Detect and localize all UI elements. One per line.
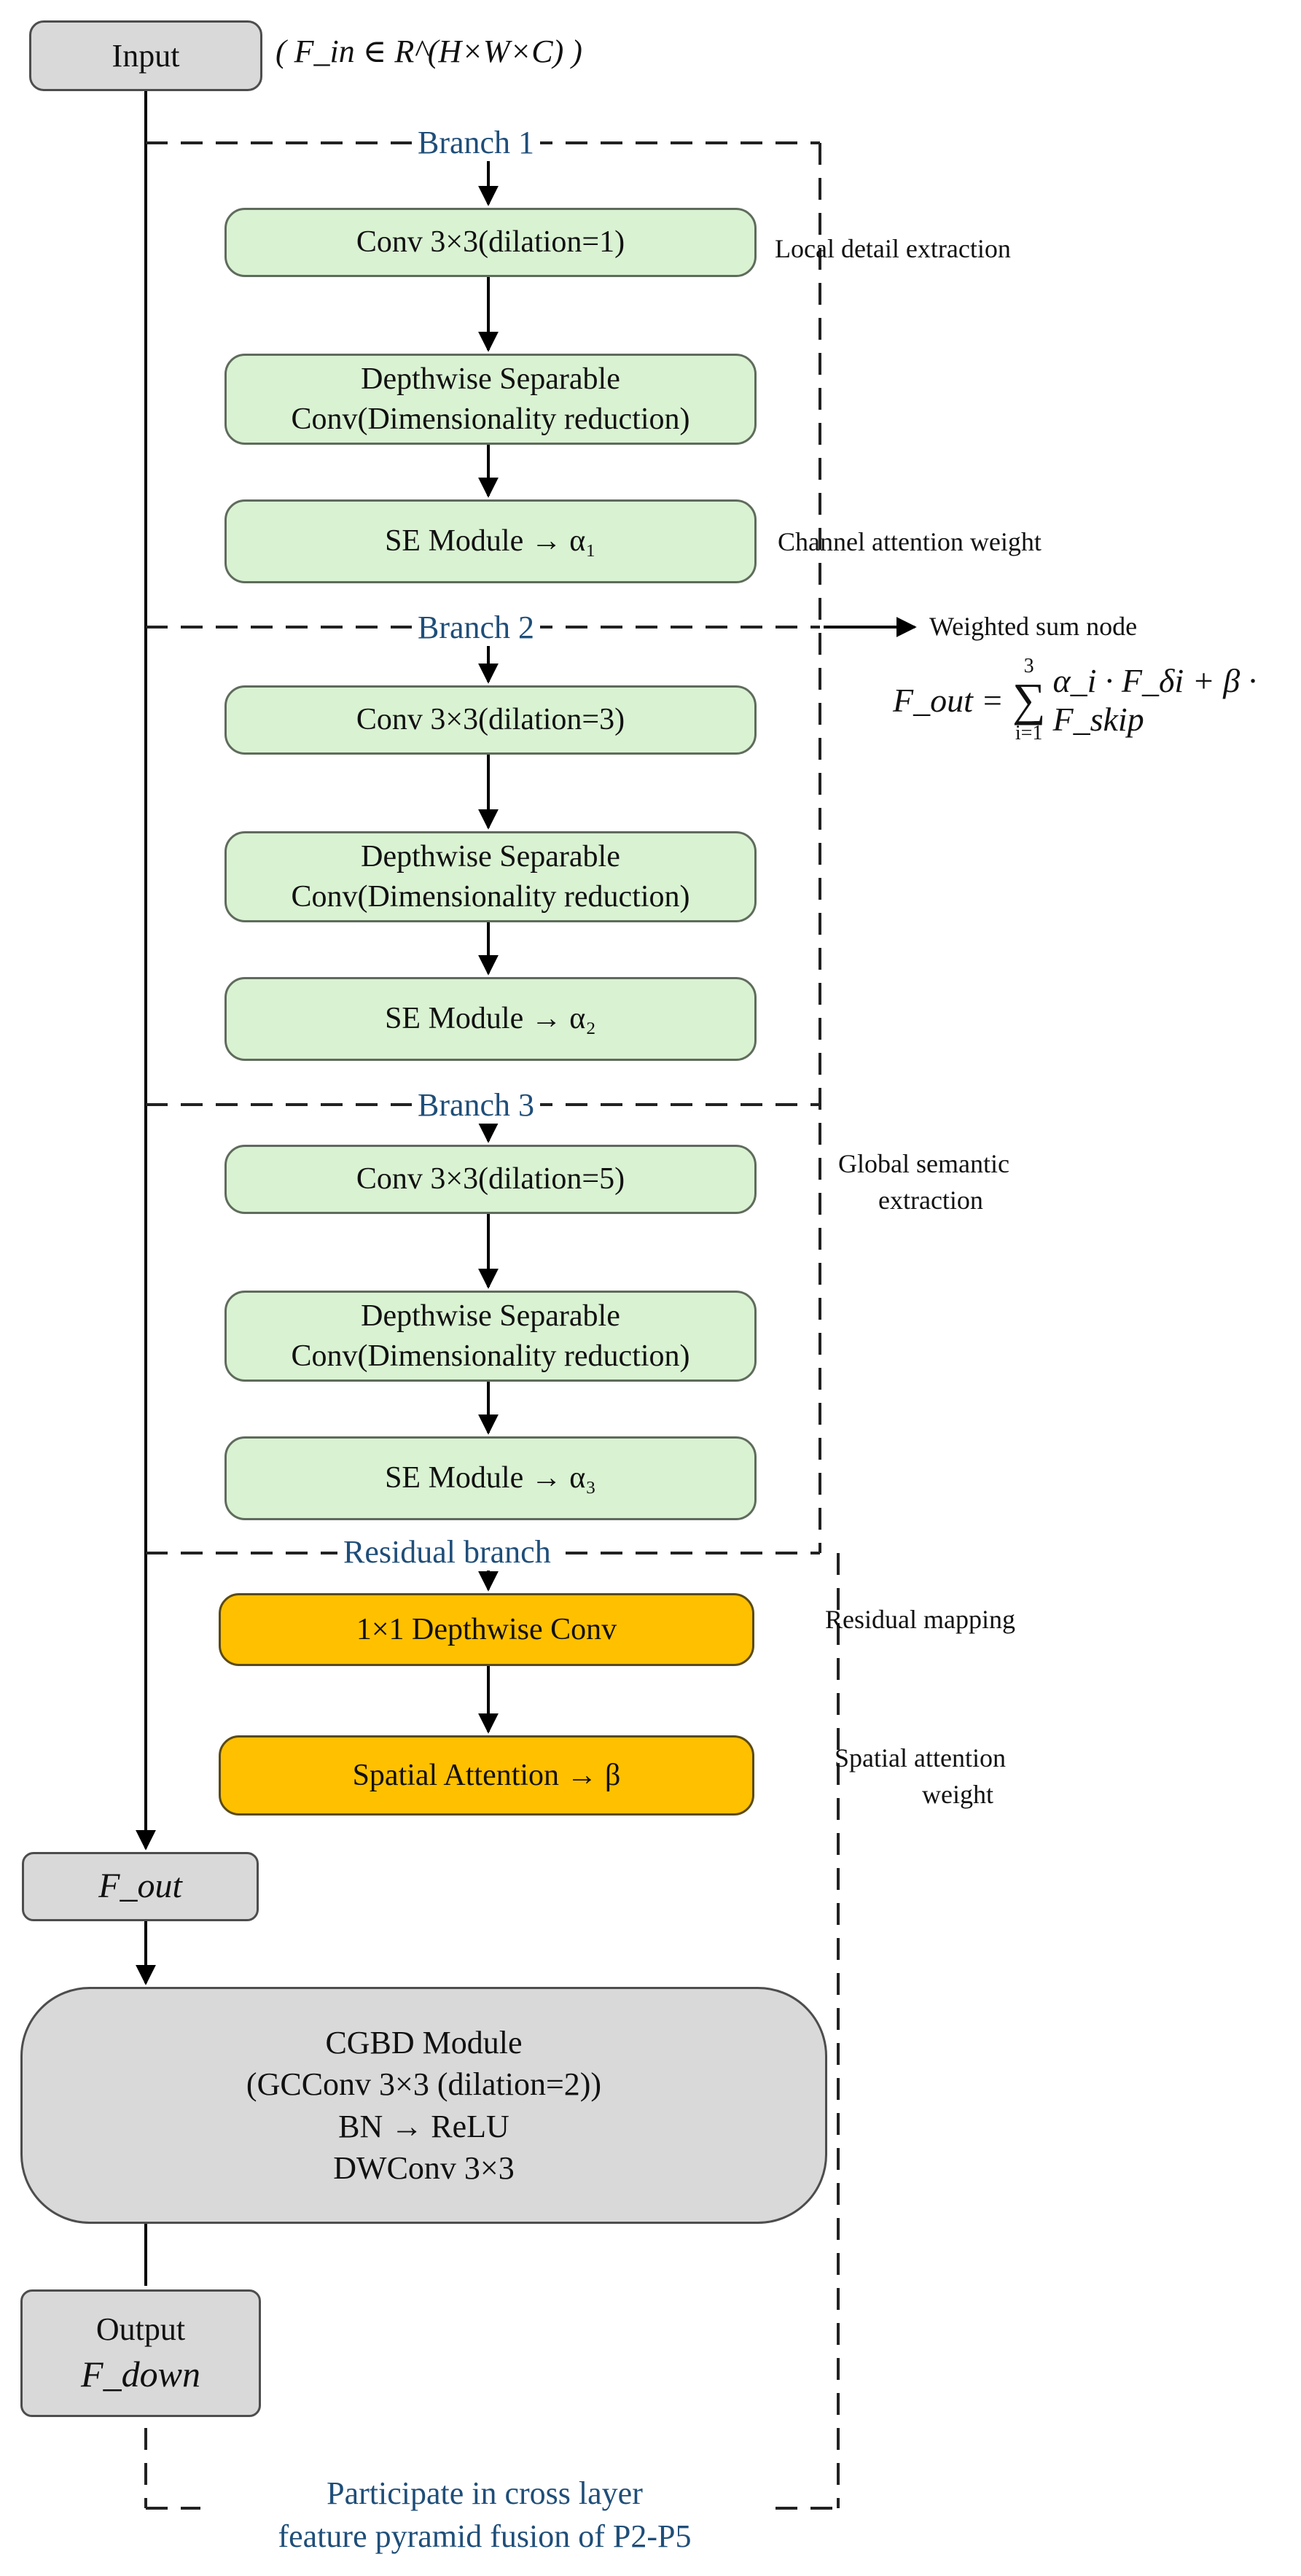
output-symbol: F_down	[81, 2353, 200, 2394]
sum-symbol-icon: ∑	[1012, 674, 1046, 725]
annotation-weighted-sum: Weighted sum node	[929, 612, 1138, 641]
branch-2-depthwise: Depthwise Separable Conv(Dimensionality …	[224, 831, 757, 922]
branch-3-conv: Conv 3×3(dilation=5)	[224, 1145, 757, 1214]
residual-branch-title: Residual branch	[337, 1533, 557, 1571]
branch-3-depthwise: Depthwise Separable Conv(Dimensionality …	[224, 1291, 757, 1382]
residual-depthwise-conv: 1×1 Depthwise Conv	[219, 1593, 754, 1666]
branch-2-conv-label: Conv 3×3(dilation=3)	[356, 703, 625, 737]
fout-node: F_out	[22, 1852, 259, 1921]
cgbd-line1: CGBD Module	[325, 2025, 523, 2061]
spatial-attention: Spatial Attention → β	[219, 1735, 754, 1816]
cgbd-line3: BN → ReLU	[338, 2108, 509, 2144]
annotation-spatial-1: Spatial attention	[835, 1743, 1006, 1773]
annotation-spatial-2: weight	[922, 1780, 993, 1809]
branch-2-title: Branch 2	[412, 609, 541, 646]
branch-1-title: Branch 1	[412, 124, 541, 161]
cgbd-module: CGBD Module (GCConv 3×3 (dilation=2)) BN…	[20, 1987, 827, 2224]
annotation-local: Local detail extraction	[775, 234, 1011, 263]
cgbd-line4: DWConv 3×3	[333, 2149, 515, 2186]
input-node: Input	[29, 20, 262, 91]
branch-3-se: SE Module → α₃	[224, 1436, 757, 1520]
branch-3-dw-line1: Depthwise Separable	[361, 1299, 620, 1333]
branch-1-dw-line2: Conv(Dimensionality reduction)	[291, 402, 690, 436]
residual-conv-label: 1×1 Depthwise Conv	[356, 1612, 617, 1646]
caption-line2: feature pyramid fusion of P2-P5	[278, 2518, 692, 2555]
annotation-residual-mapping: Residual mapping	[825, 1605, 1015, 1634]
equation-terms: α_i · F_δi + β · F_skip	[1052, 662, 1257, 738]
caption-line1: Participate in cross layer	[327, 2475, 643, 2511]
branch-2-se-label: SE Module → α₂	[385, 1002, 596, 1036]
input-formula: ( F_in ∈ R^(H×W×C) )	[276, 34, 582, 69]
equation-sum-lower: i=1	[1015, 722, 1043, 744]
equation-sum-upper: 3	[1023, 655, 1034, 677]
branch-1-dw-line1: Depthwise Separable	[361, 362, 620, 396]
branch-1-conv-label: Conv 3×3(dilation=1)	[356, 225, 625, 260]
branch-1-depthwise: Depthwise Separable Conv(Dimensionality …	[224, 354, 757, 445]
branch-3-title: Branch 3	[412, 1086, 541, 1124]
branch-1-se: SE Module → α₁	[224, 499, 757, 583]
branch-1-se-label: SE Module → α₁	[385, 524, 596, 559]
branch-2-dw-line1: Depthwise Separable	[361, 839, 620, 873]
output-label: Output	[95, 2311, 186, 2348]
fout-label: F_out	[98, 1867, 182, 1906]
weighted-sum-equation: F_out = 3 ∑ i=1 α_i · F_δi + β · F_skip	[893, 645, 1286, 755]
annotation-global-2: extraction	[878, 1186, 983, 1215]
input-label: Input	[112, 37, 180, 74]
branch-3-conv-label: Conv 3×3(dilation=5)	[356, 1162, 625, 1196]
branch-3-se-label: SE Module → α₃	[385, 1461, 596, 1495]
branch-2-dw-line2: Conv(Dimensionality reduction)	[291, 879, 690, 914]
cgbd-line2: (GCConv 3×3 (dilation=2))	[246, 2066, 602, 2103]
annotation-global-1: Global semantic	[838, 1149, 1009, 1178]
output-node: Output F_down	[20, 2289, 261, 2417]
branch-2-se: SE Module → α₂	[224, 977, 757, 1061]
branch-2-conv: Conv 3×3(dilation=3)	[224, 685, 757, 755]
annotation-channel: Channel attention weight	[778, 527, 1042, 556]
equation-lhs: F_out	[893, 681, 973, 719]
branch-1-conv: Conv 3×3(dilation=1)	[224, 208, 757, 277]
spatial-attention-label: Spatial Attention → β	[352, 1758, 621, 1792]
fusion-caption: Participate in cross layer feature pyram…	[200, 2472, 769, 2559]
branch-3-dw-line2: Conv(Dimensionality reduction)	[291, 1339, 690, 1373]
